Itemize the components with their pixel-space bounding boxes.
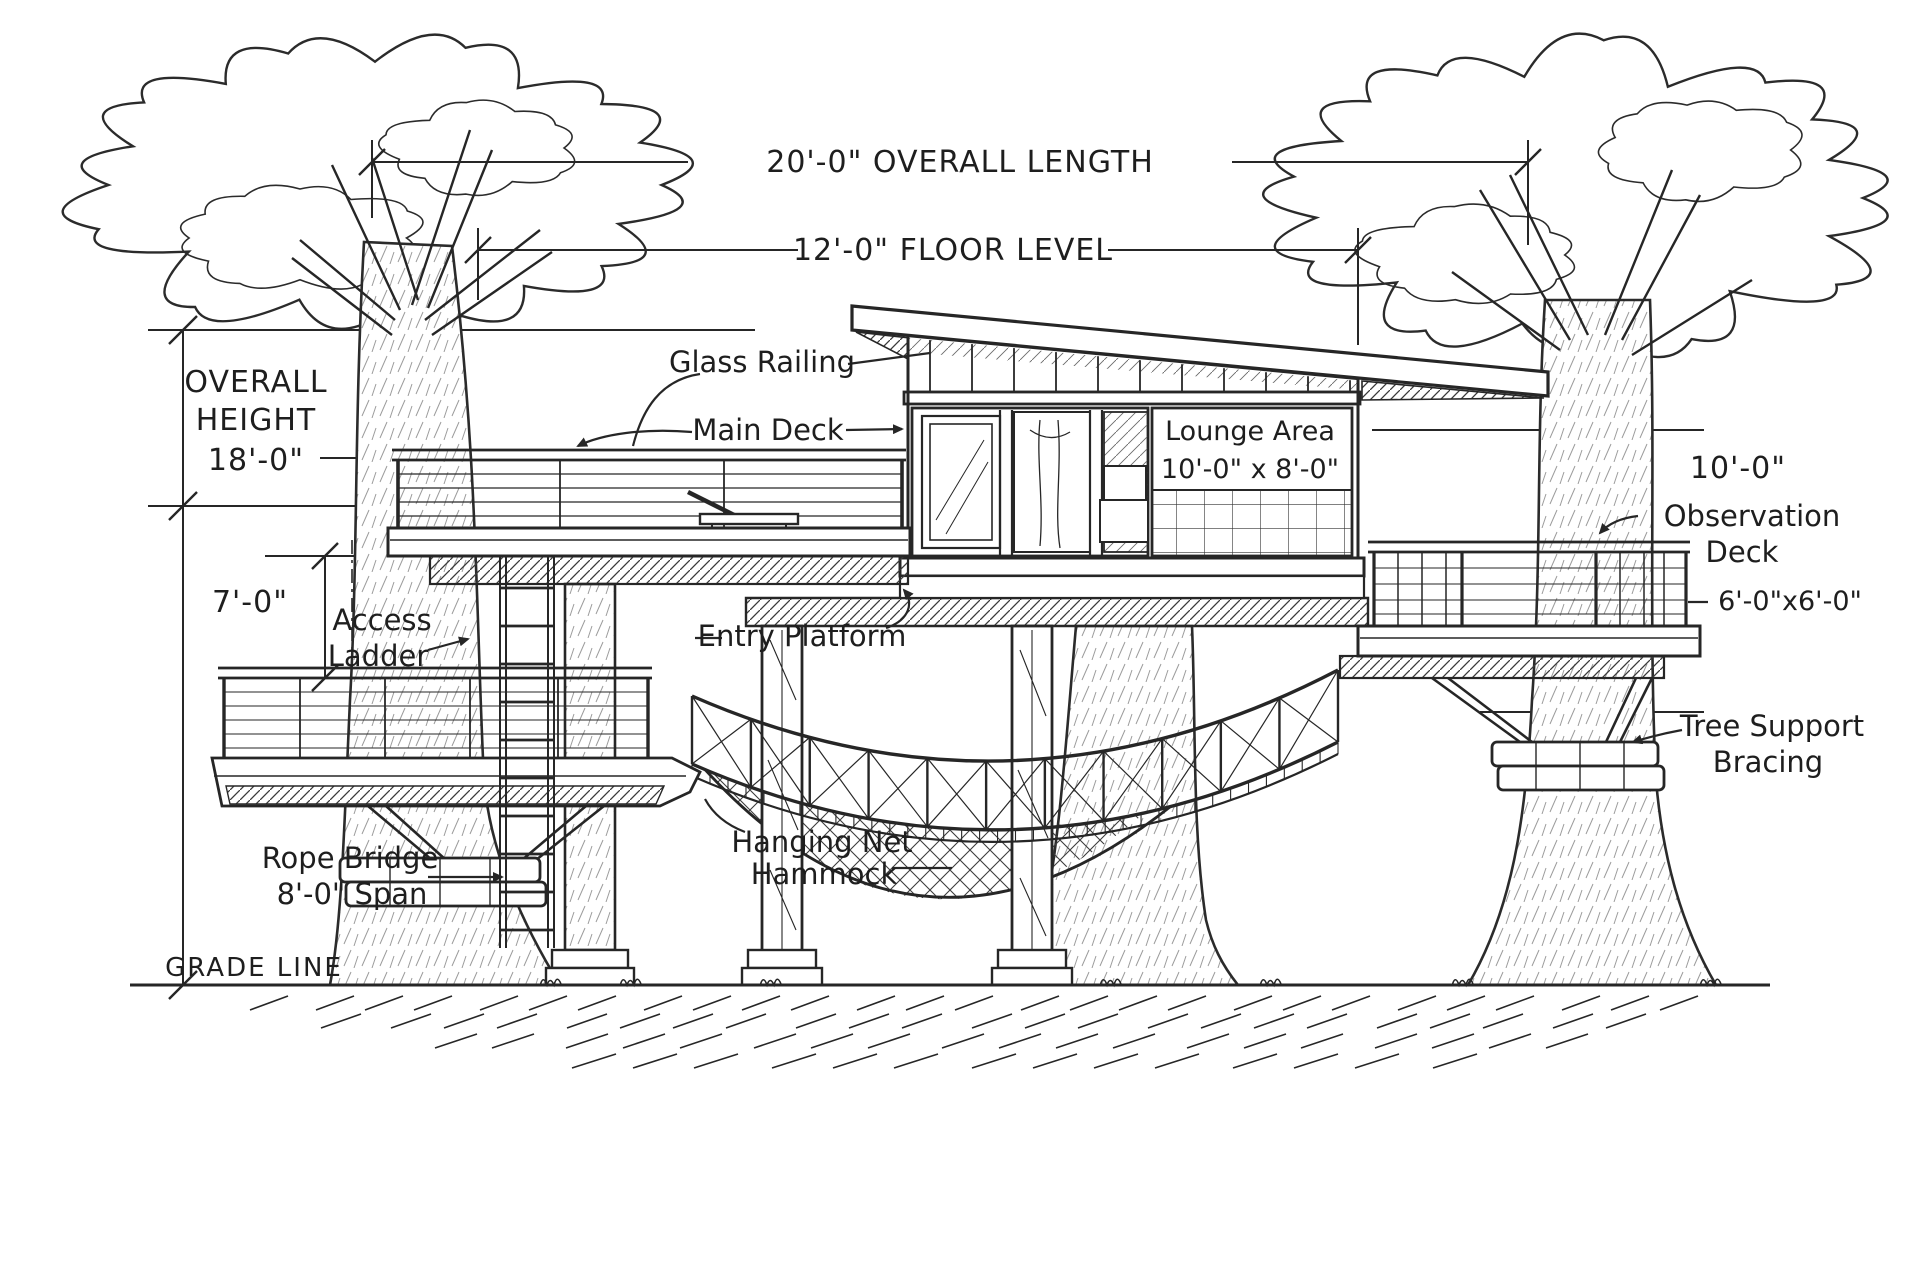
label-lounge-size: 10'-0" x 8'-0" bbox=[1161, 454, 1339, 485]
left-tree-trunk bbox=[291, 129, 562, 987]
dim-floor-level: 12'-0" FLOOR LEVEL bbox=[793, 233, 1113, 268]
observation-braces bbox=[1431, 676, 1654, 744]
label-tree-support-2: Bracing bbox=[1713, 745, 1823, 779]
lower-platform-railing bbox=[218, 666, 652, 758]
right-tree-canopy bbox=[1262, 32, 1889, 359]
house-floor-slab bbox=[898, 556, 1366, 578]
dim-overall-length: 20'-0" OVERALL LENGTH bbox=[766, 145, 1154, 180]
glass-railing-structure bbox=[392, 448, 906, 528]
dim-overall-height-1: OVERALL bbox=[184, 365, 327, 400]
access-ladder-structure bbox=[499, 556, 555, 948]
label-observation-1: Observation bbox=[1664, 499, 1841, 533]
wainscot-grid bbox=[1151, 489, 1353, 557]
label-tree-support-1: Tree Support bbox=[1679, 709, 1864, 743]
dim-observation-size: 6'-0"x6'-0" bbox=[1718, 586, 1862, 617]
label-access-1: Access bbox=[332, 603, 431, 637]
left-tree-canopy bbox=[61, 33, 694, 339]
label-lounge-area: Lounge Area bbox=[1165, 416, 1335, 447]
label-rope-bridge-1: Rope Bridge bbox=[262, 841, 439, 875]
label-hammock-1: Hanging Net bbox=[731, 825, 912, 859]
observation-deck bbox=[1338, 540, 1702, 792]
observation-railing bbox=[1368, 540, 1690, 628]
deck-slab bbox=[386, 526, 912, 558]
header-beam bbox=[902, 390, 1362, 406]
shed-roof bbox=[850, 304, 1550, 398]
lower-platform bbox=[210, 666, 702, 908]
label-grade-line: GRADE LINE bbox=[165, 953, 343, 983]
label-glass-railing: Glass Railing bbox=[669, 345, 855, 379]
left-tree-branches bbox=[291, 129, 553, 336]
observation-joist-band bbox=[1338, 654, 1666, 680]
label-leaders bbox=[427, 351, 1708, 882]
annotations: 20'-0" OVERALL LENGTH 12'-0" FLOOR LEVEL… bbox=[165, 145, 1864, 983]
label-observation-2: Deck bbox=[1706, 535, 1779, 569]
lower-platform-braces bbox=[367, 804, 605, 862]
rope-bridge bbox=[690, 668, 1340, 843]
label-hammock-2: Hammock bbox=[751, 857, 898, 891]
label-rope-bridge-2: 8'-0" Span bbox=[277, 877, 428, 911]
interior-sofa bbox=[1099, 465, 1149, 543]
dim-overall-height-3: 18'-0" bbox=[208, 443, 304, 478]
dim-overall-height-2: HEIGHT bbox=[196, 403, 317, 438]
label-entry-platform: Entry Platform bbox=[698, 619, 907, 653]
deck-lounger bbox=[686, 489, 800, 531]
label-main-deck: Main Deck bbox=[692, 413, 844, 447]
right-tree-trunk bbox=[1451, 169, 1753, 987]
label-access-2: Ladder bbox=[328, 639, 429, 673]
deck-joist-band bbox=[428, 554, 910, 586]
dim-7ft: 7'-0" bbox=[212, 585, 288, 620]
right-tree-clamp bbox=[1490, 740, 1666, 792]
right-tree-branches bbox=[1451, 169, 1753, 357]
dim-10ft: 10'-0" bbox=[1690, 451, 1786, 486]
house bbox=[850, 304, 1550, 600]
clerestory-mullions bbox=[929, 340, 1351, 392]
observation-slab bbox=[1356, 624, 1702, 658]
grade-line-ground bbox=[130, 978, 1770, 1069]
